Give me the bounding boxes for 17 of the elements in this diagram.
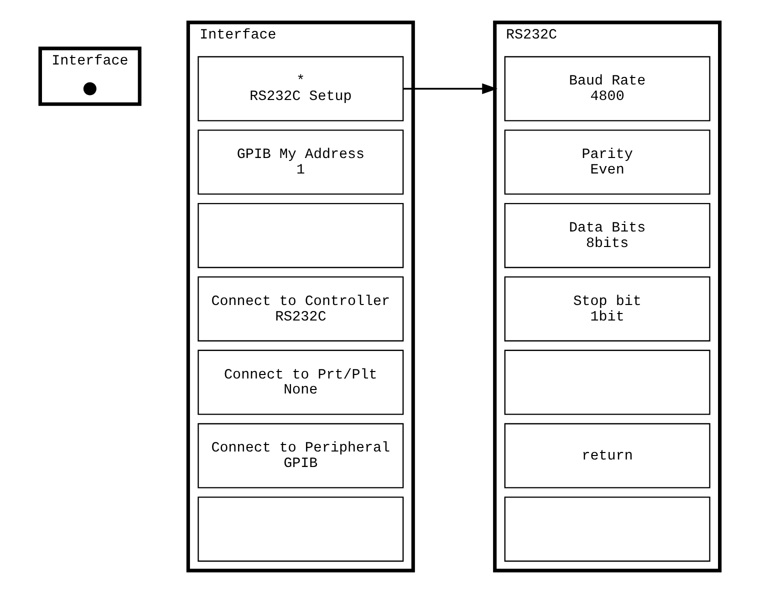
node-box: Data Bits 8bits — [504, 202, 710, 268]
node-box: Connect to Controller RS232C — [198, 276, 404, 342]
node-box: GPIB My Address 1 — [198, 130, 404, 195]
node-box: Connect to Prt/Plt None — [198, 350, 404, 415]
node-box — [504, 350, 710, 415]
node-box: Stop bit 1bit — [504, 276, 710, 342]
node-box — [504, 496, 710, 562]
node-box — [198, 202, 404, 268]
node-box: Connect to Peripheral GPIB — [198, 423, 404, 488]
arrow — [403, 83, 498, 94]
node-box: Baud Rate 4800 — [504, 56, 710, 122]
node-box: return — [504, 423, 710, 488]
node-box: Parity Even — [504, 130, 710, 195]
node-box: * RS232C Setup — [198, 56, 404, 122]
node-circle — [83, 82, 96, 96]
node-box — [198, 496, 404, 562]
cluster: Interface — [38, 46, 142, 106]
